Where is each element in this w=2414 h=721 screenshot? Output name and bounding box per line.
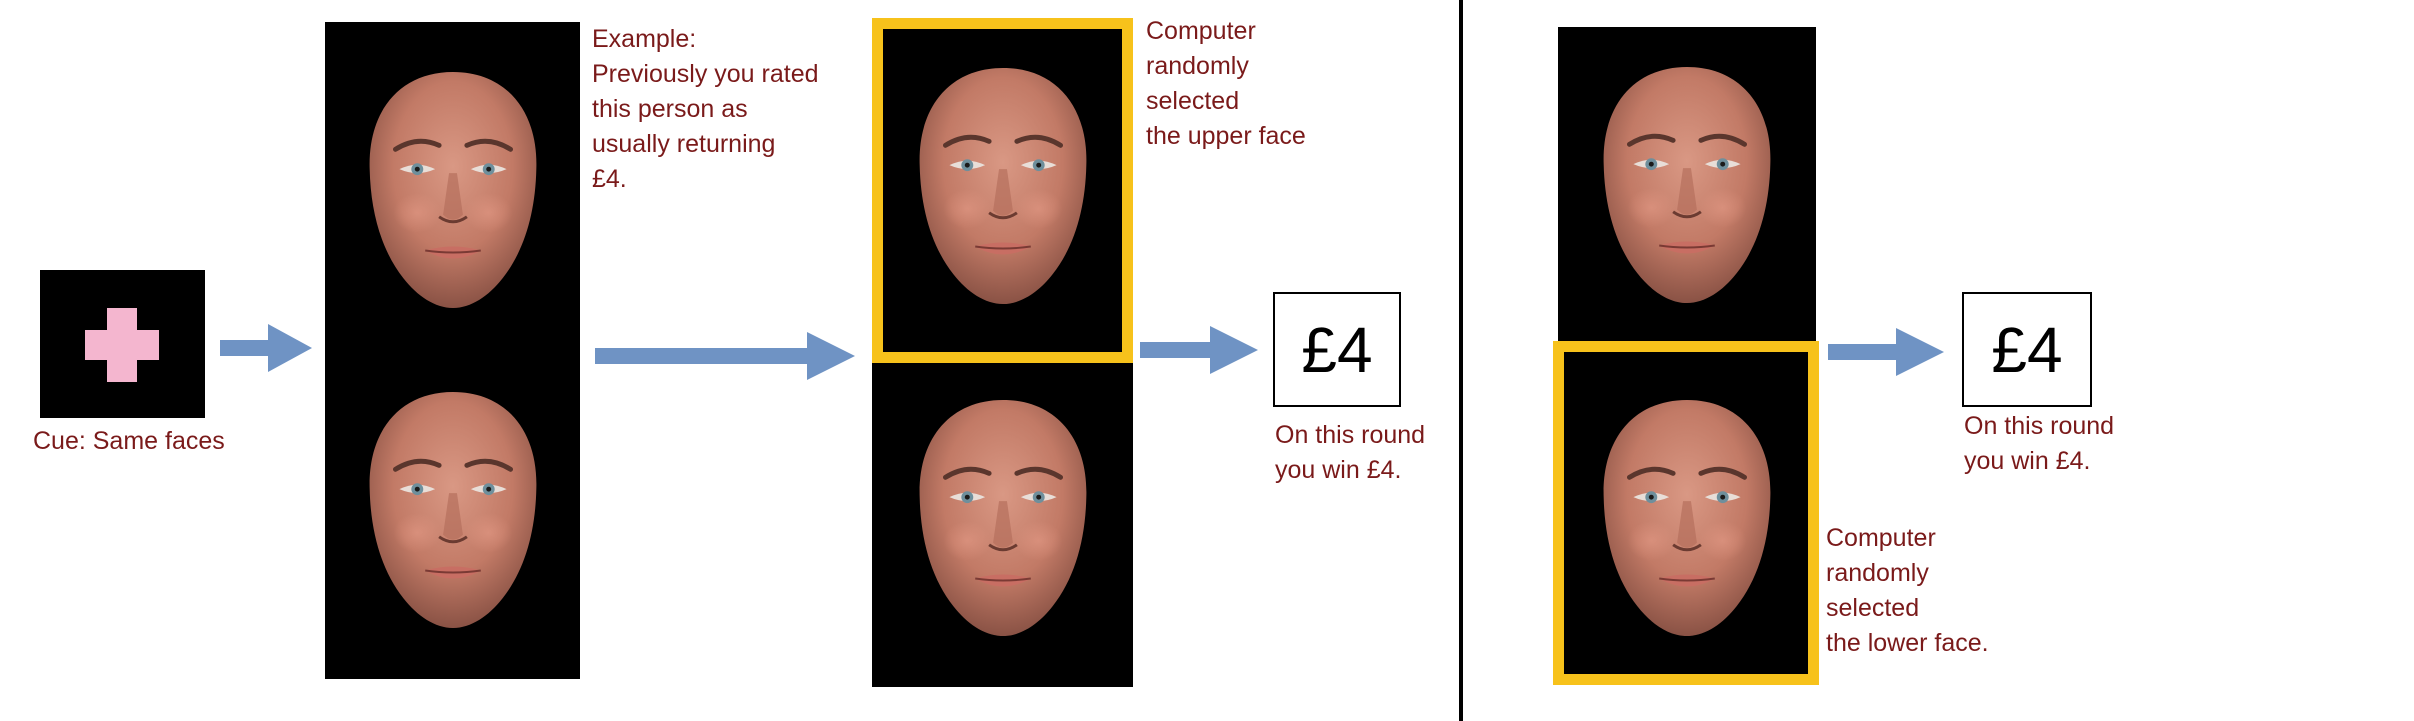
selection-note-line: randomly	[1826, 559, 1929, 587]
example-note-line: usually returning	[592, 130, 776, 158]
reward-amount-box: £4	[1962, 292, 2092, 407]
outcome-note-line: On this round	[1964, 412, 2115, 440]
face-photo-icon	[325, 375, 580, 645]
face-photo-icon	[1558, 50, 1816, 320]
example-note-line: Example:	[592, 25, 697, 53]
selection-note-line: the upper face	[1146, 122, 1306, 150]
outcome-note-line: you win £4.	[1964, 447, 2091, 475]
outcome-note-left: On this round you win £4.	[1275, 418, 1425, 488]
example-note-line: this person as	[592, 95, 748, 123]
right-arrow-icon	[1828, 328, 1944, 376]
cue-panel	[40, 270, 205, 418]
section-divider	[1459, 0, 1463, 721]
right-arrow-icon	[595, 332, 855, 380]
outcome-note-line: you win £4.	[1275, 456, 1402, 484]
selection-note-line: randomly	[1146, 52, 1249, 80]
outcome-note-right: On this round you win £4.	[1964, 409, 2114, 479]
selection-note-line: selected	[1146, 87, 1240, 115]
plus-icon	[85, 308, 159, 382]
outcome-note-line: On this round	[1275, 421, 1426, 449]
selection-note-line: Computer	[1146, 17, 1256, 45]
reward-amount-box: £4	[1273, 292, 1401, 407]
example-note: Example: Previously you rated this perso…	[592, 22, 819, 197]
example-note-line: £4.	[592, 165, 627, 193]
selection-note-upper: Computer randomly selected the upper fac…	[1146, 14, 1306, 154]
selection-note-lower: Computer randomly selected the lower fac…	[1826, 521, 1989, 661]
cue-caption: Cue: Same faces	[33, 427, 225, 455]
right-arrow-icon	[220, 324, 312, 372]
selection-note-line: selected	[1826, 594, 1920, 622]
face-photo-icon	[1558, 380, 1816, 655]
face-photo-icon	[325, 55, 580, 325]
face-photo-icon	[872, 56, 1133, 316]
face-photo-icon	[872, 380, 1133, 655]
example-note-line: Previously you rated	[592, 60, 819, 88]
selection-note-line: Computer	[1826, 524, 1936, 552]
right-arrow-icon	[1140, 326, 1258, 374]
selection-note-line: the lower face.	[1826, 629, 1989, 657]
